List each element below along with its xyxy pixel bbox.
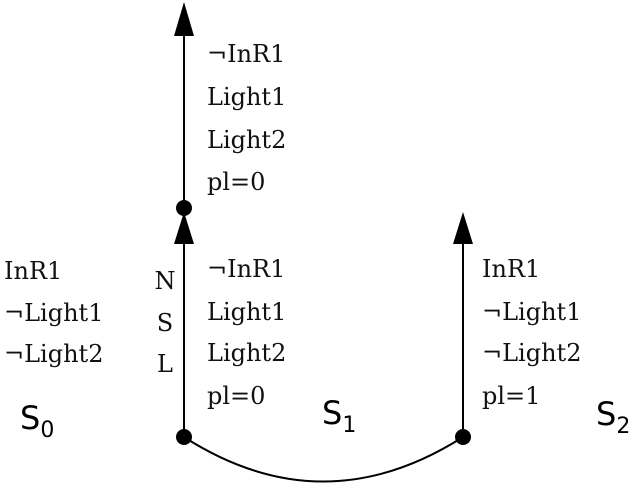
s2-props: InR1 ¬Light1 ¬Light2 pl=1 xyxy=(482,255,581,410)
s1-prop: Light2 xyxy=(207,339,286,367)
s1-top-prop: ¬InR1 xyxy=(207,40,285,68)
action-label: N S L xyxy=(155,267,176,378)
s0-prop: ¬Light2 xyxy=(4,340,103,368)
s1-top-props: ¬InR1 Light1 Light2 pl=0 xyxy=(207,40,286,196)
action-letter: S xyxy=(157,309,173,337)
action-letter: L xyxy=(157,350,173,378)
s0-prop: ¬Light1 xyxy=(4,299,103,327)
s1-top-prop: pl=0 xyxy=(207,168,265,196)
s2-prop: InR1 xyxy=(482,255,540,283)
s2-arrowhead xyxy=(453,212,473,244)
s1-top-prop: Light2 xyxy=(207,126,286,154)
s1-top-prop: Light1 xyxy=(207,83,286,111)
top-arrowhead xyxy=(174,2,194,36)
state-label-s2: S2 xyxy=(596,395,630,439)
s1-prop: ¬InR1 xyxy=(207,255,285,283)
s2-prop: pl=1 xyxy=(482,382,540,410)
s1-prop: pl=0 xyxy=(207,382,265,410)
state-label-s0: S0 xyxy=(20,399,54,443)
middle-node xyxy=(176,200,192,216)
action-letter: N xyxy=(155,267,176,295)
s2-prop: ¬Light1 xyxy=(482,298,581,326)
middle-arrowhead xyxy=(174,212,194,244)
s0-props: InR1 ¬Light1 ¬Light2 xyxy=(4,257,103,368)
s1-prop: Light1 xyxy=(207,298,286,326)
s0-prop: InR1 xyxy=(4,257,62,285)
s2-prop: ¬Light2 xyxy=(482,339,581,367)
s1-to-s2-transition xyxy=(183,436,464,483)
s1-props: ¬InR1 Light1 Light2 pl=0 xyxy=(207,255,286,410)
state-label-s1: S1 xyxy=(322,394,356,438)
